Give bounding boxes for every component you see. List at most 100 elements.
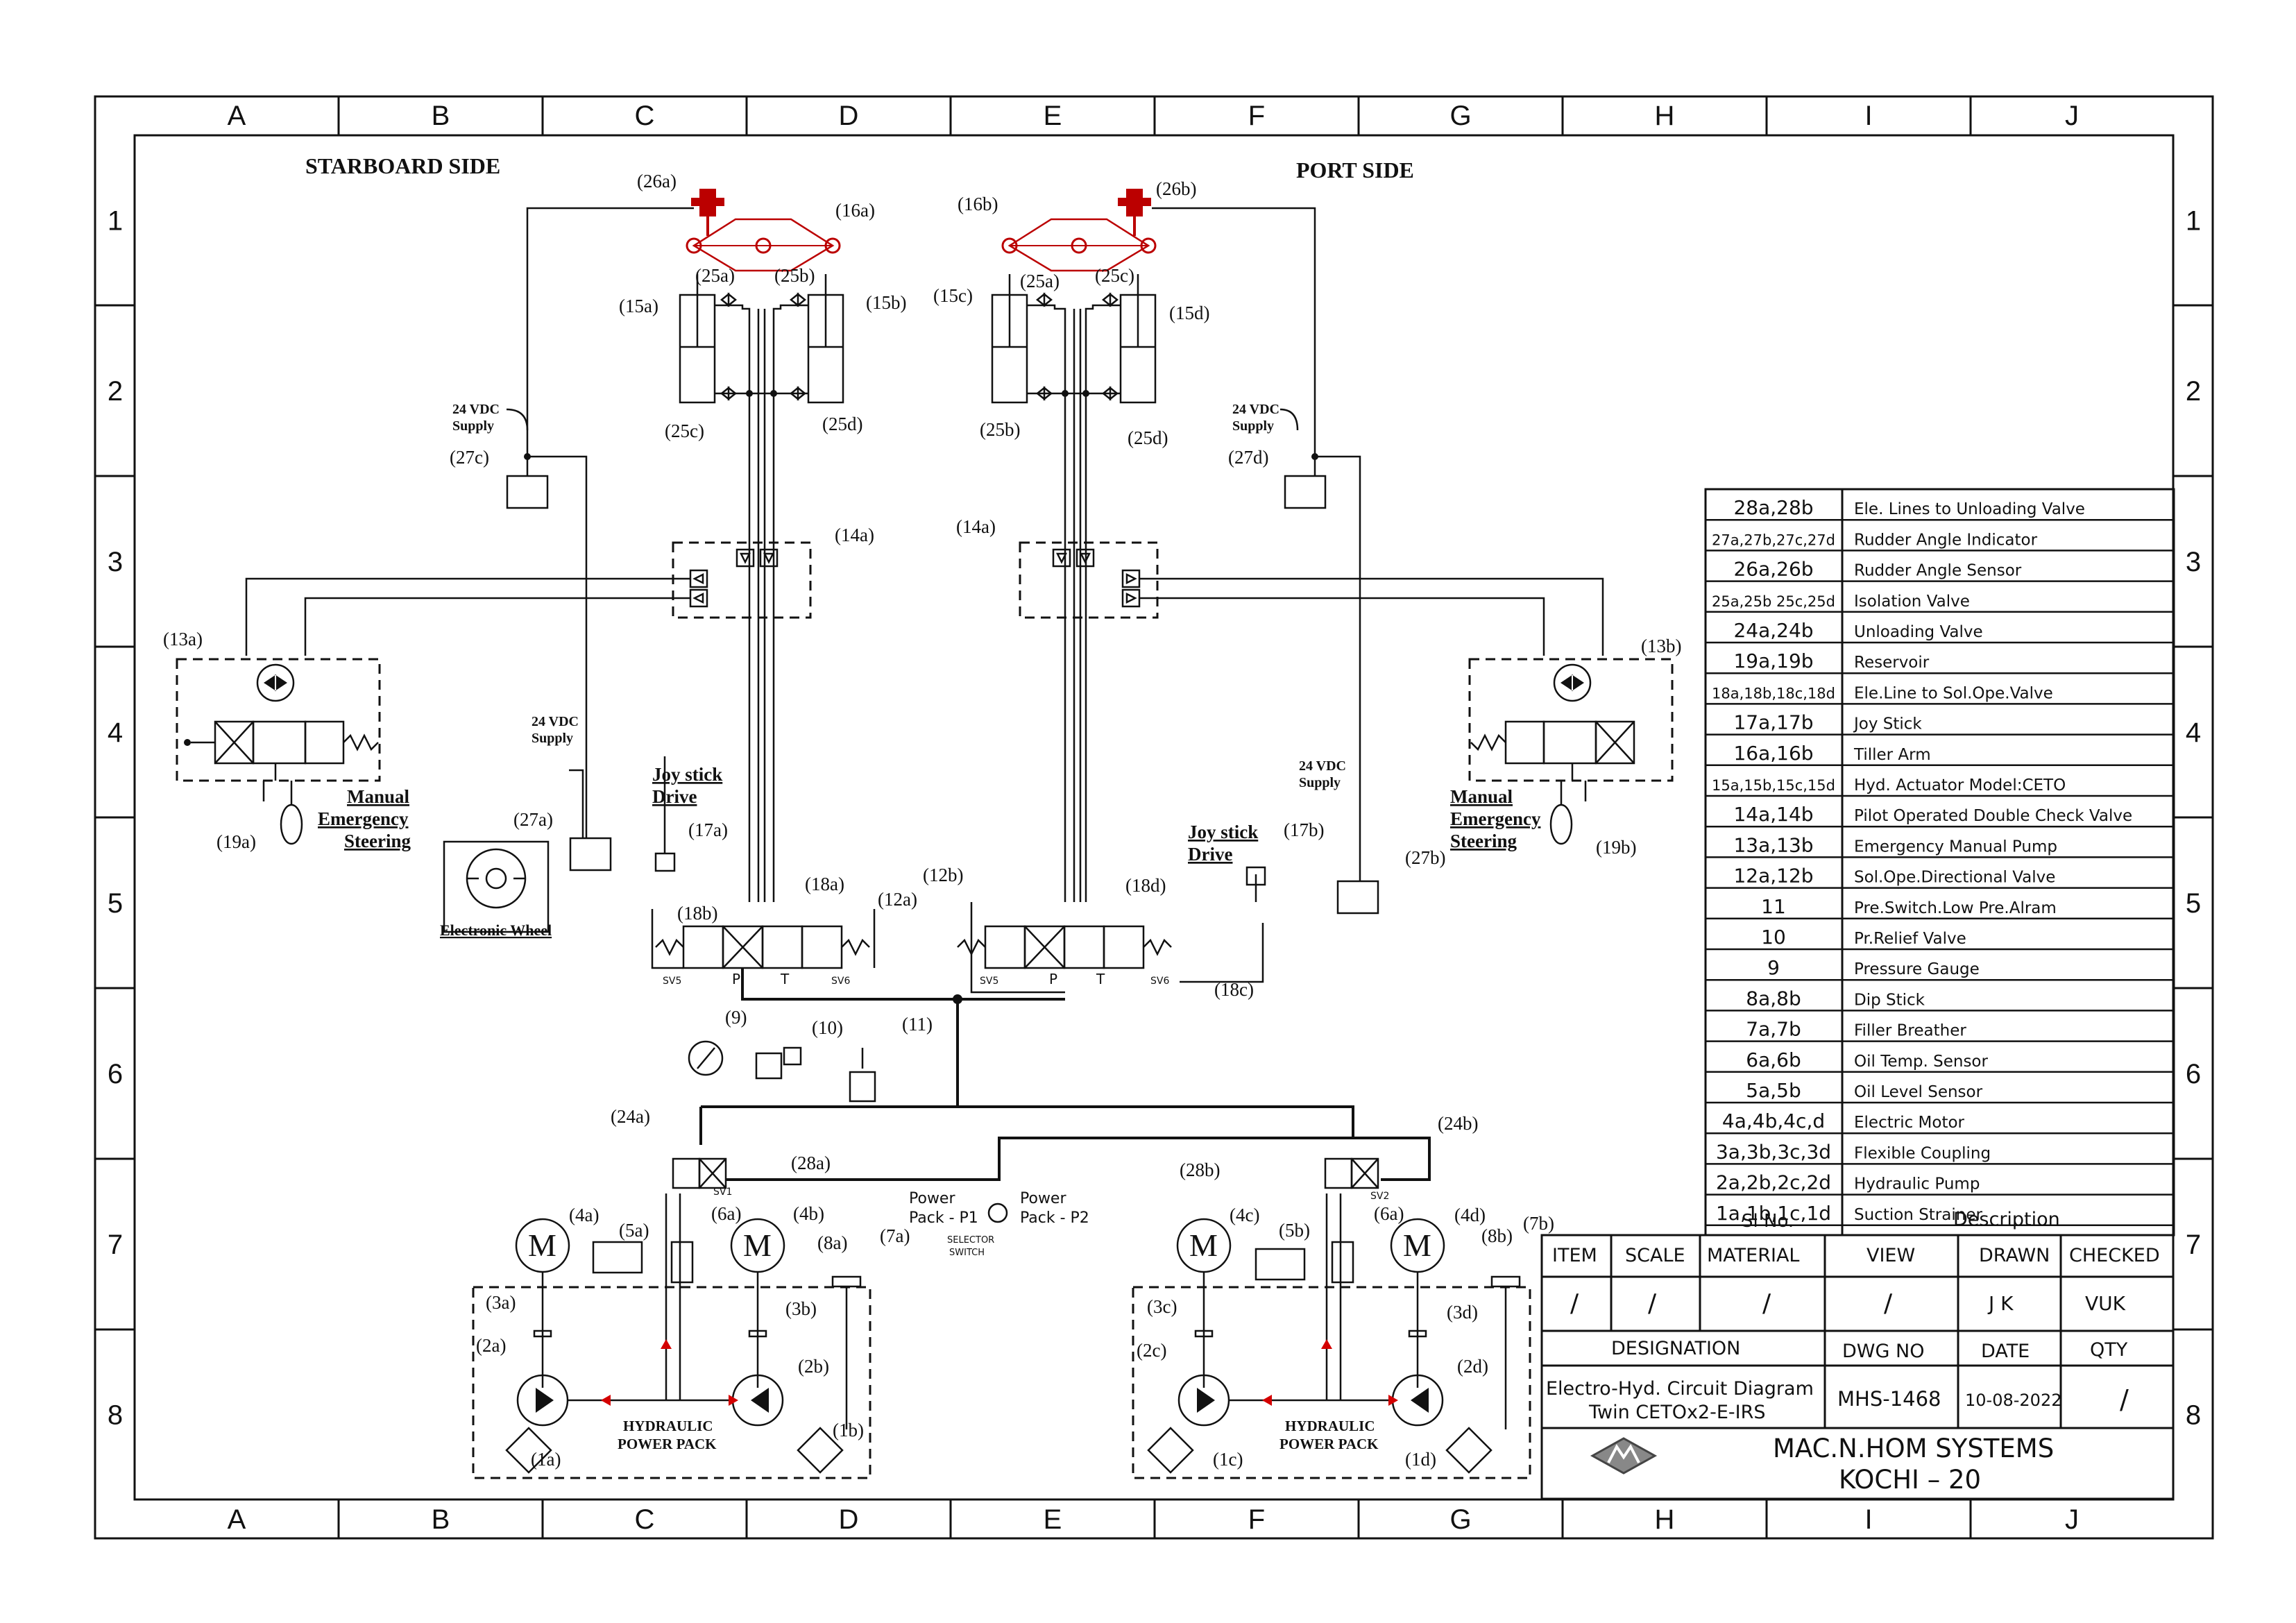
tag-27b: (27b) (1405, 847, 1445, 868)
rudder-angle-sensor-26b (1118, 189, 1151, 236)
tag-15c: (15c) (933, 285, 973, 306)
tag-4a: (4a) (569, 1205, 599, 1225)
tag-1d: (1d) (1405, 1449, 1436, 1470)
parts-row-no: 24a,24b (1733, 619, 1813, 642)
grid-col-label: J (2065, 101, 2079, 131)
tag-4d: (4d) (1454, 1205, 1486, 1225)
tb-dwg-no-label: DWG NO (1842, 1341, 1924, 1362)
grid-col-label: E (1044, 101, 1062, 131)
grid-row-label: 1 (108, 206, 123, 237)
rudder-angle-indicator-27b (1336, 880, 1379, 915)
tag-4c: (4c) (1230, 1205, 1259, 1225)
hydraulic-power-pack-right (1132, 1193, 1531, 1479)
grid-col-label: F (1248, 101, 1265, 131)
tag-26a: (26a) (637, 171, 677, 192)
grid-col-label: A (228, 1504, 246, 1535)
supply-note-27c-2: Supply (452, 418, 494, 434)
parts-row-no: 26a,26b (1733, 558, 1813, 581)
hydraulic-actuator-15d (1119, 274, 1157, 404)
tag-14a-right: (14a) (956, 516, 996, 537)
parts-row-desc: Emergency Manual Pump (1854, 838, 2057, 856)
parts-row-no: 10 (1761, 926, 1786, 949)
joystick-left-2: Drive (652, 786, 697, 807)
parts-row-no: 8a,8b (1746, 987, 1801, 1010)
tag-2b: (2b) (798, 1356, 829, 1377)
tag-9: (9) (725, 1007, 747, 1028)
tag-8a: (8a) (817, 1232, 847, 1253)
power-pack-p1-label-1: Power (909, 1190, 955, 1207)
parts-row-no: 27a,27b,27c,27d (1712, 532, 1835, 548)
tag-24a: (24a) (611, 1106, 650, 1127)
parts-row-desc: Pressure Gauge (1854, 960, 1980, 978)
tb-company-name: MAC.N.HOM SYSTEMS (1773, 1434, 2054, 1463)
manual-emergency-right-1: Manual (1450, 786, 1513, 807)
notes: 24 VDC Supply 24 VDC Supply 24 VDC Suppl… (318, 402, 1541, 1452)
supply-note-27b: 24 VDC (1299, 758, 1346, 774)
tag-13b: (13b) (1641, 636, 1681, 656)
part-tags: (26a) (16a) (25a) (25b) (15a) (15b) (25c… (163, 171, 1681, 1470)
port-t-right: T (1096, 971, 1105, 987)
grid-row-label: 1 (2186, 206, 2201, 237)
parts-row-desc: Tiller Arm (1853, 746, 1931, 764)
tag-18d: (18d) (1125, 875, 1166, 896)
tag-19a: (19a) (216, 831, 256, 852)
grid-col-label: H (1655, 1504, 1675, 1535)
parts-row-desc: Unloading Valve (1854, 623, 1983, 641)
tag-1a: (1a) (531, 1449, 561, 1470)
grid-col-label: C (635, 101, 655, 131)
tb-header-item: ITEM (1552, 1245, 1597, 1266)
tb-header-material: MATERIAL (1707, 1245, 1799, 1266)
tag-18c: (18c) (1214, 979, 1254, 1000)
tag-25d-port: (25d) (1128, 427, 1168, 448)
emergency-manual-pump-13a (176, 658, 381, 845)
manual-emergency-right-3: Steering (1450, 831, 1517, 851)
tag-27c: (27c) (450, 447, 489, 468)
tag-19b: (19b) (1596, 837, 1636, 858)
grid-col-label: F (1248, 1504, 1265, 1535)
grid-col-label: D (839, 101, 859, 131)
tag-6a-port: (6a) (1374, 1203, 1404, 1224)
supply-note-27a: 24 VDC (532, 714, 579, 729)
parts-row-desc: Rudder Angle Indicator (1854, 531, 2038, 549)
tag-7a: (7a) (880, 1225, 910, 1246)
parts-row-no: 4a,4b,4c,d (1722, 1110, 1825, 1132)
tag-5b: (5b) (1279, 1220, 1310, 1241)
tag-15a: (15a) (619, 296, 658, 316)
port-t-left: T (780, 971, 790, 987)
tag-1c: (1c) (1213, 1449, 1243, 1470)
port-side-heading: PORT SIDE (1296, 158, 1414, 182)
supply-note-27b-2: Supply (1299, 775, 1341, 790)
grid-row-label: 8 (2186, 1400, 2201, 1431)
tag-18a: (18a) (805, 874, 844, 894)
tiller-arm-16a (686, 218, 841, 272)
hydraulic-actuator-15b (807, 274, 844, 404)
parts-row-no: 17a,17b (1733, 711, 1813, 734)
parts-row-no: 16a,16b (1733, 742, 1813, 765)
power-pack-left-label-2: POWER PACK (618, 1436, 717, 1452)
tag-27d: (27d) (1228, 447, 1268, 468)
pilot-check-valve-14a-left (672, 541, 812, 619)
grid-col-label: I (1864, 101, 1872, 131)
grid-col-label: H (1655, 101, 1675, 131)
grid-row-label: 7 (108, 1230, 123, 1260)
parts-row-desc: Electric Motor (1854, 1114, 1965, 1132)
tb-designation-label: DESIGNATION (1611, 1338, 1740, 1359)
tag-26b: (26b) (1156, 178, 1196, 199)
sv6-right: SV6 (1150, 976, 1169, 987)
tag-2d: (2d) (1457, 1356, 1488, 1377)
grid-row-label: 2 (2186, 376, 2201, 407)
grid-col-label: A (228, 101, 246, 131)
grid-col-label: D (839, 1504, 859, 1535)
hydraulic-actuator-15a (679, 274, 716, 404)
parts-row-desc: Pr.Relief Valve (1854, 930, 1966, 948)
grid-col-label: B (432, 1504, 450, 1535)
tag-13a: (13a) (163, 629, 203, 649)
motor-4b-symbol: M (743, 1227, 772, 1263)
rudder-angle-indicator-27d (1284, 475, 1327, 509)
grid-row-label: 3 (108, 547, 123, 577)
tag-1b: (1b) (833, 1420, 864, 1441)
parts-row-no: 13a,13b (1733, 833, 1813, 856)
power-pack-right-label-1: HYDRAULIC (1285, 1418, 1375, 1434)
